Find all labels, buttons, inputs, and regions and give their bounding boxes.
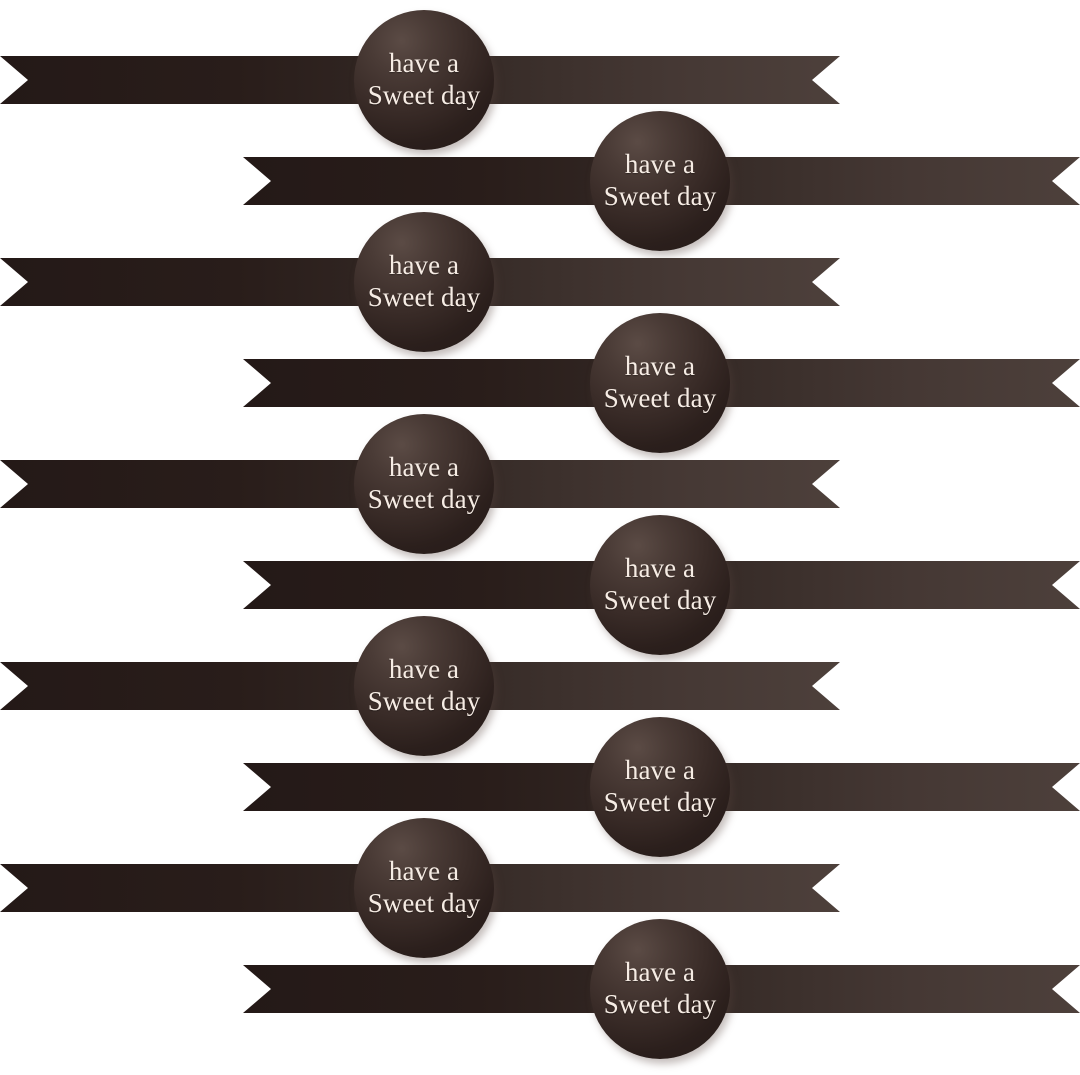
badge-text: have a Sweet day xyxy=(367,653,481,716)
badge-text: have a Sweet day xyxy=(367,451,481,514)
badge-text: have a Sweet day xyxy=(603,956,717,1019)
circle-badge: have a Sweet day xyxy=(590,111,730,251)
badge-text: have a Sweet day xyxy=(367,249,481,312)
badge-text: have a Sweet day xyxy=(603,552,717,615)
circle-badge: have a Sweet day xyxy=(590,313,730,453)
circle-badge: have a Sweet day xyxy=(354,616,494,756)
circle-badge: have a Sweet day xyxy=(354,10,494,150)
circle-badge: have a Sweet day xyxy=(354,212,494,352)
circle-badge: have a Sweet day xyxy=(354,818,494,958)
circle-badge: have a Sweet day xyxy=(590,515,730,655)
circle-badge: have a Sweet day xyxy=(354,414,494,554)
badge-text: have a Sweet day xyxy=(367,47,481,110)
badge-text: have a Sweet day xyxy=(603,350,717,413)
badge-text: have a Sweet day xyxy=(603,148,717,211)
circle-badge: have a Sweet day xyxy=(590,717,730,857)
circle-badge: have a Sweet day xyxy=(590,919,730,1059)
badge-text: have a Sweet day xyxy=(367,855,481,918)
badge-text: have a Sweet day xyxy=(603,754,717,817)
